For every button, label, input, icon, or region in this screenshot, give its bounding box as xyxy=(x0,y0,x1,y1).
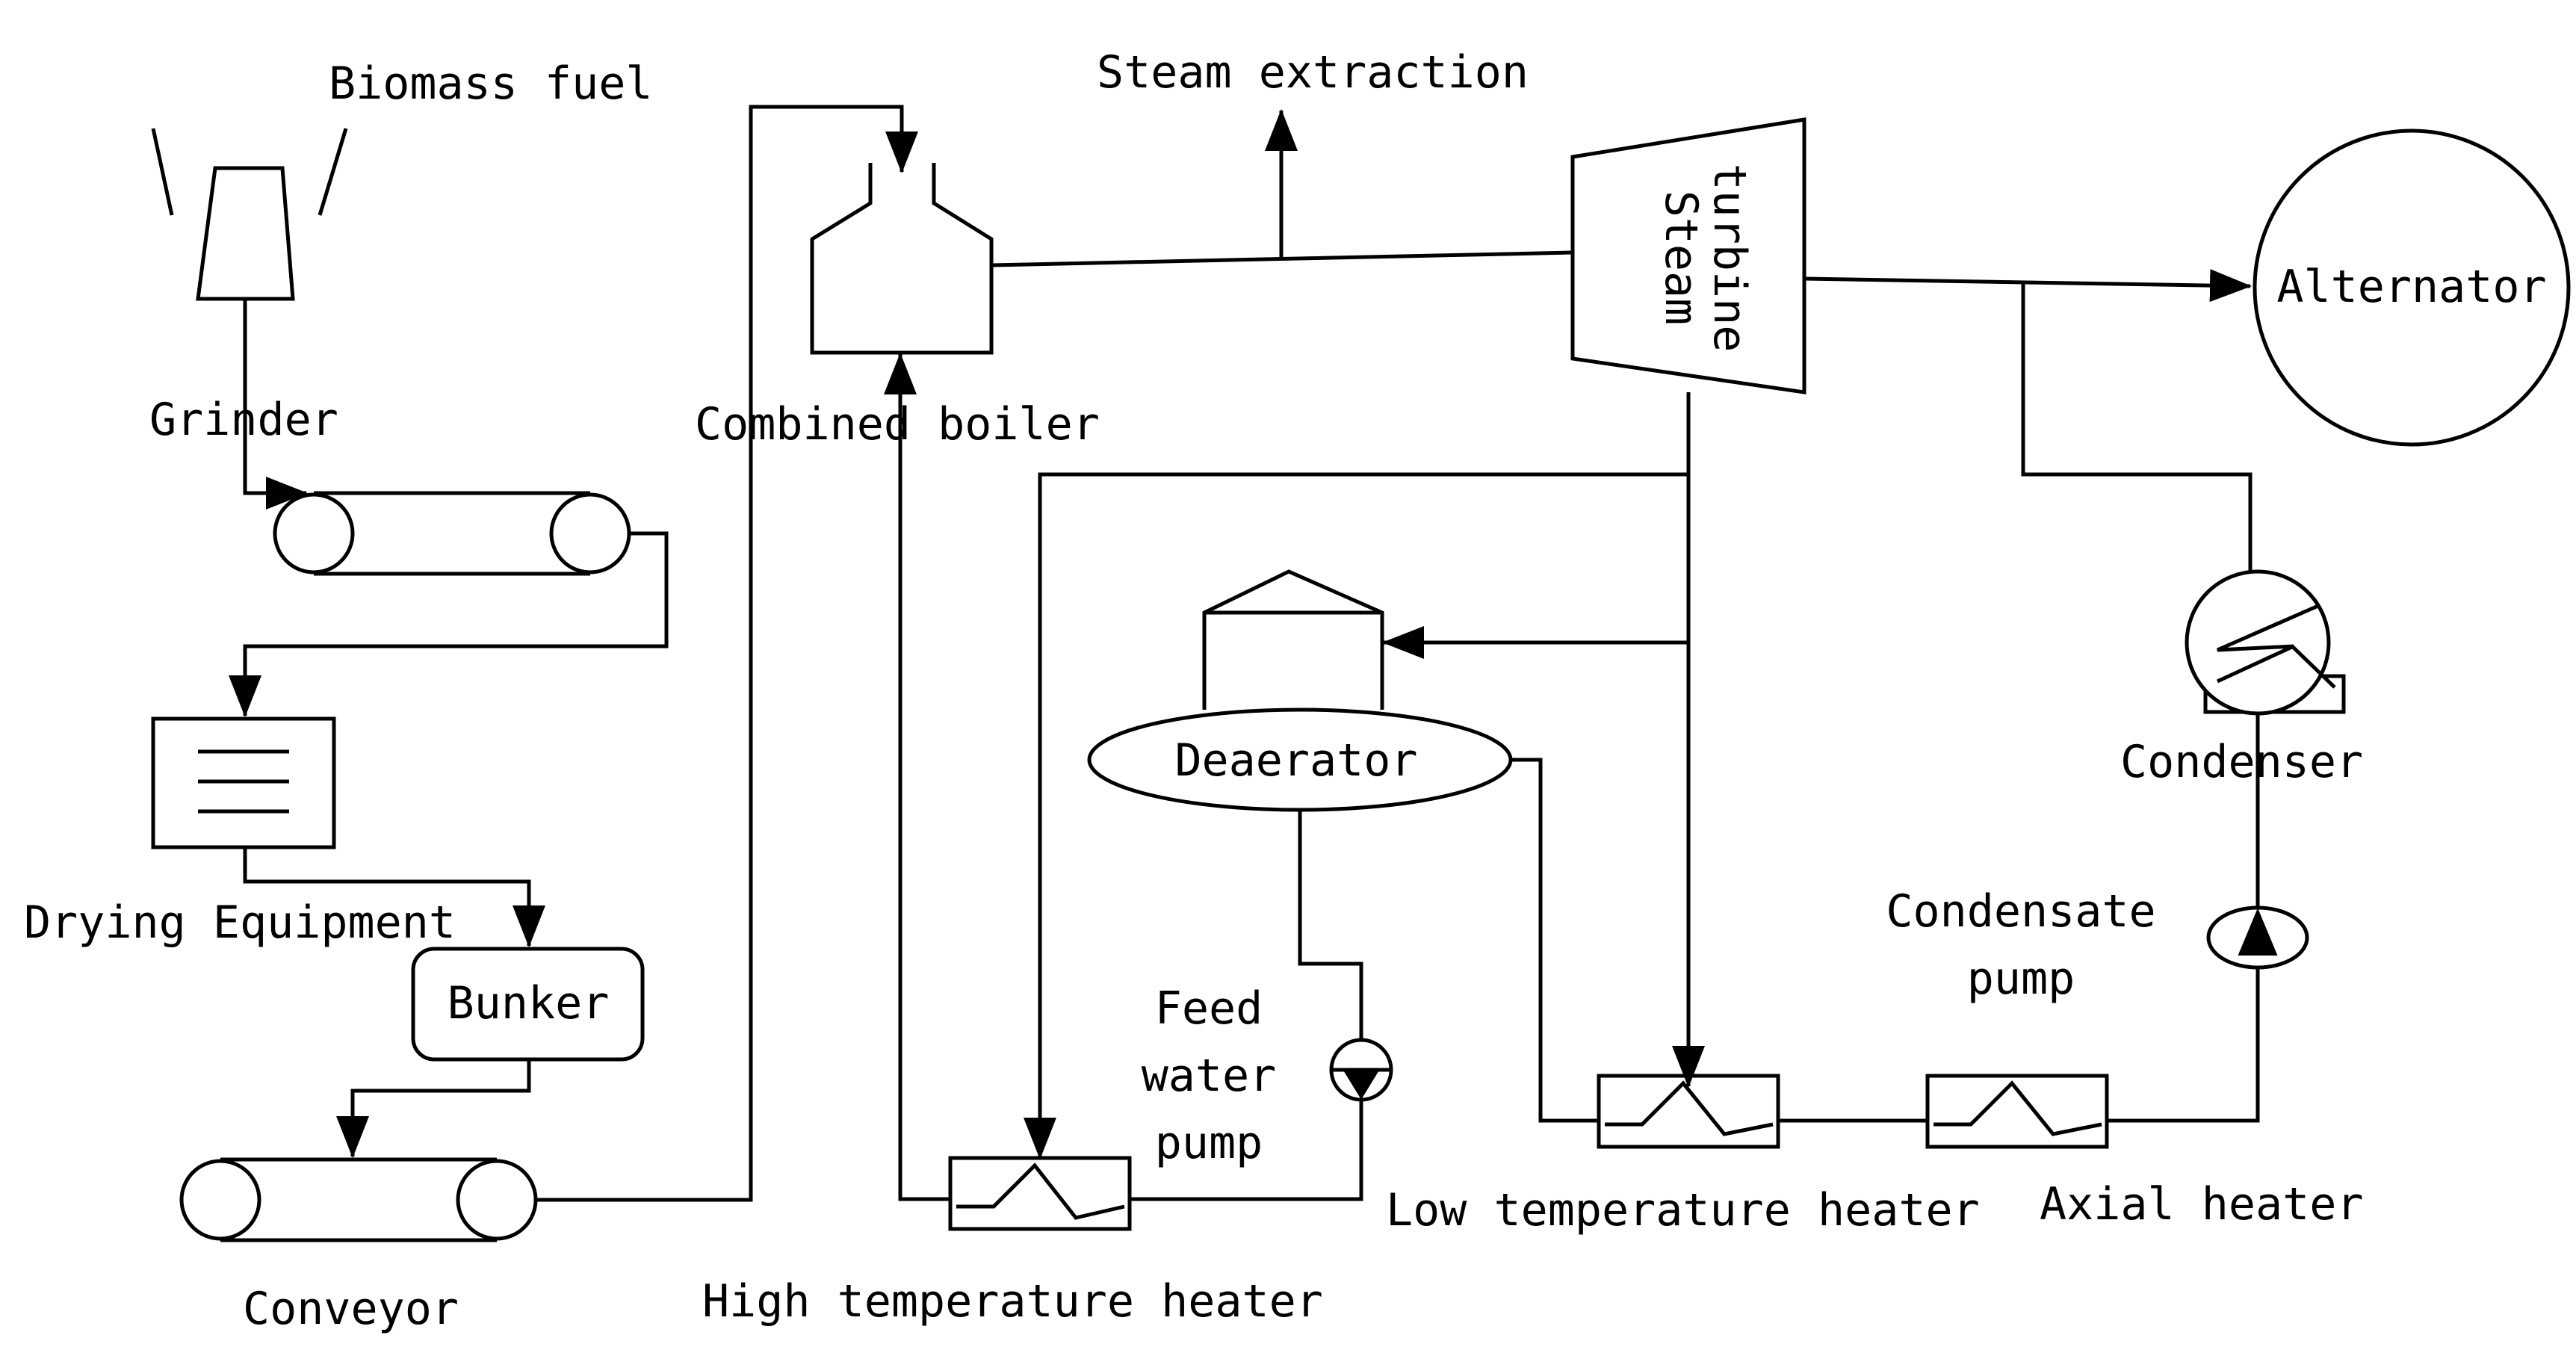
condenser xyxy=(2185,569,2346,716)
conveyor-belt-upper xyxy=(273,491,631,576)
steam-extraction-label: Steam extraction xyxy=(1097,46,1529,99)
conveyor-to-boiler-line xyxy=(536,105,918,1202)
bunker-to-conveyor-line xyxy=(336,1059,531,1158)
grinder-to-conveyor-line xyxy=(243,299,308,510)
biomass-fuel-label: Biomass fuel xyxy=(329,58,652,110)
conveyor-to-drying-line xyxy=(229,531,669,717)
biomass-fuel-hopper xyxy=(151,128,348,216)
condensate-pump-label-line1: Condensate xyxy=(1886,885,2155,938)
condensate-pump-label-line2: pump xyxy=(1967,953,2075,1005)
drying-equipment-label: Drying Equipment xyxy=(24,897,456,949)
extraction-to-hp-heater-line xyxy=(1024,472,1688,1159)
alternator xyxy=(2253,129,2571,447)
combined-boiler xyxy=(810,163,994,355)
conveyor-label: Conveyor xyxy=(243,1283,459,1335)
steam-turbine-label-line1: Steam xyxy=(1655,191,1707,326)
deaerator-label: Deaerator xyxy=(1174,734,1417,787)
feed-water-pump-label-line2: water xyxy=(1142,1050,1277,1102)
high-temperature-heater xyxy=(948,1156,1132,1231)
steam-turbine xyxy=(1570,117,1806,394)
lp-heater-to-deaerator-line xyxy=(1511,758,1599,1123)
drying-equipment xyxy=(151,716,336,849)
condensate-pump-to-axial-line xyxy=(2107,967,2260,1123)
grinder-label: Grinder xyxy=(149,394,338,446)
boiler-to-turbine-line xyxy=(991,250,1573,267)
bunker-label: Bunker xyxy=(448,977,610,1029)
drying-to-bunker-line xyxy=(243,847,545,947)
hp-heater-to-boiler-line xyxy=(884,353,950,1201)
low-temperature-heater xyxy=(1597,1074,1780,1149)
feed-water-pump xyxy=(1329,1038,1393,1102)
deaerator-to-feed-pump-line xyxy=(1298,810,1363,1040)
condensate-pump xyxy=(2206,905,2309,970)
turbine-to-alternator-line xyxy=(1803,269,2252,303)
condenser-label: Condenser xyxy=(2120,736,2363,788)
steam-turbine-label-line2: turbine xyxy=(1703,164,1756,353)
high-temperature-heater-label: High temperature heater xyxy=(702,1275,1323,1328)
feed-water-pump-label-line1: Feed xyxy=(1155,982,1263,1035)
conveyor-belt-lower xyxy=(179,1157,538,1242)
alternator-label: Alternator xyxy=(2276,261,2546,313)
feed-water-pump-label-line3: pump xyxy=(1155,1117,1263,1169)
combined-boiler-label: Combined boiler xyxy=(695,398,1100,450)
low-temperature-heater-label: Low temperature heater xyxy=(1386,1184,1980,1236)
turbine-to-condenser-line xyxy=(2021,281,2253,572)
axial-heater-label: Axial heater xyxy=(2040,1178,2363,1230)
axial-heater xyxy=(1925,1074,2109,1149)
feed-pump-to-hp-heater-line xyxy=(1130,1100,1363,1201)
grinder xyxy=(196,166,295,301)
